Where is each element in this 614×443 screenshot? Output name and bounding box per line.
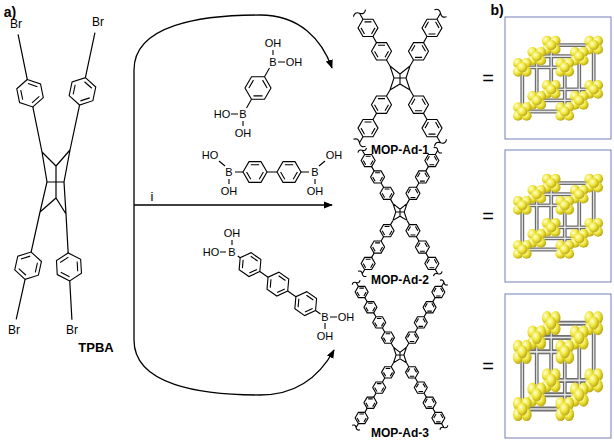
product-name: MOP-Ad-3	[371, 427, 429, 439]
atom-label: OH	[326, 150, 343, 161]
atom-label: HO	[203, 247, 220, 258]
atom-label: Br	[66, 324, 78, 336]
atom-label: B	[239, 109, 246, 120]
boronic-acid-bonds	[219, 50, 337, 329]
reagent-label: i	[151, 190, 154, 203]
atom-label: B	[321, 312, 328, 323]
atom-label: OH	[307, 186, 324, 197]
panel-letter: b)	[490, 3, 503, 17]
network-model-panels	[505, 17, 611, 438]
atom-label: Br	[10, 18, 22, 30]
atom-label: B	[225, 167, 232, 178]
atom-label: OH	[317, 331, 334, 342]
atom-label: B	[311, 167, 318, 178]
atom-label: OH	[221, 186, 238, 197]
reaction-arrows	[134, 15, 334, 395]
atom-label: B	[228, 247, 235, 258]
atom-label: B	[269, 57, 276, 68]
atom-label: OH	[235, 128, 252, 139]
atom-label: OH	[224, 228, 241, 239]
atom-label: HO	[202, 150, 219, 161]
panel-letter: a)	[4, 5, 16, 19]
atom-label: HO	[214, 109, 231, 120]
atom-label: Br	[8, 324, 20, 336]
mop-ad-2-structure	[356, 146, 443, 278]
mop-ad-1-structure	[351, 7, 449, 149]
mop-ad-3-structure	[351, 279, 450, 432]
tpba-structure	[4, 30, 106, 322]
atom-label: OH	[265, 38, 282, 49]
equals-sign: =	[482, 356, 494, 376]
product-name: MOP-Ad-2	[371, 274, 429, 286]
equals-sign: =	[482, 68, 494, 88]
compound-name: TPBA	[78, 341, 113, 354]
atom-label: Br	[92, 16, 104, 28]
atom-label: OH	[338, 312, 355, 323]
product-name: MOP-Ad-1	[371, 144, 429, 156]
equals-sign: =	[482, 206, 494, 226]
atom-label: OH	[286, 57, 303, 68]
